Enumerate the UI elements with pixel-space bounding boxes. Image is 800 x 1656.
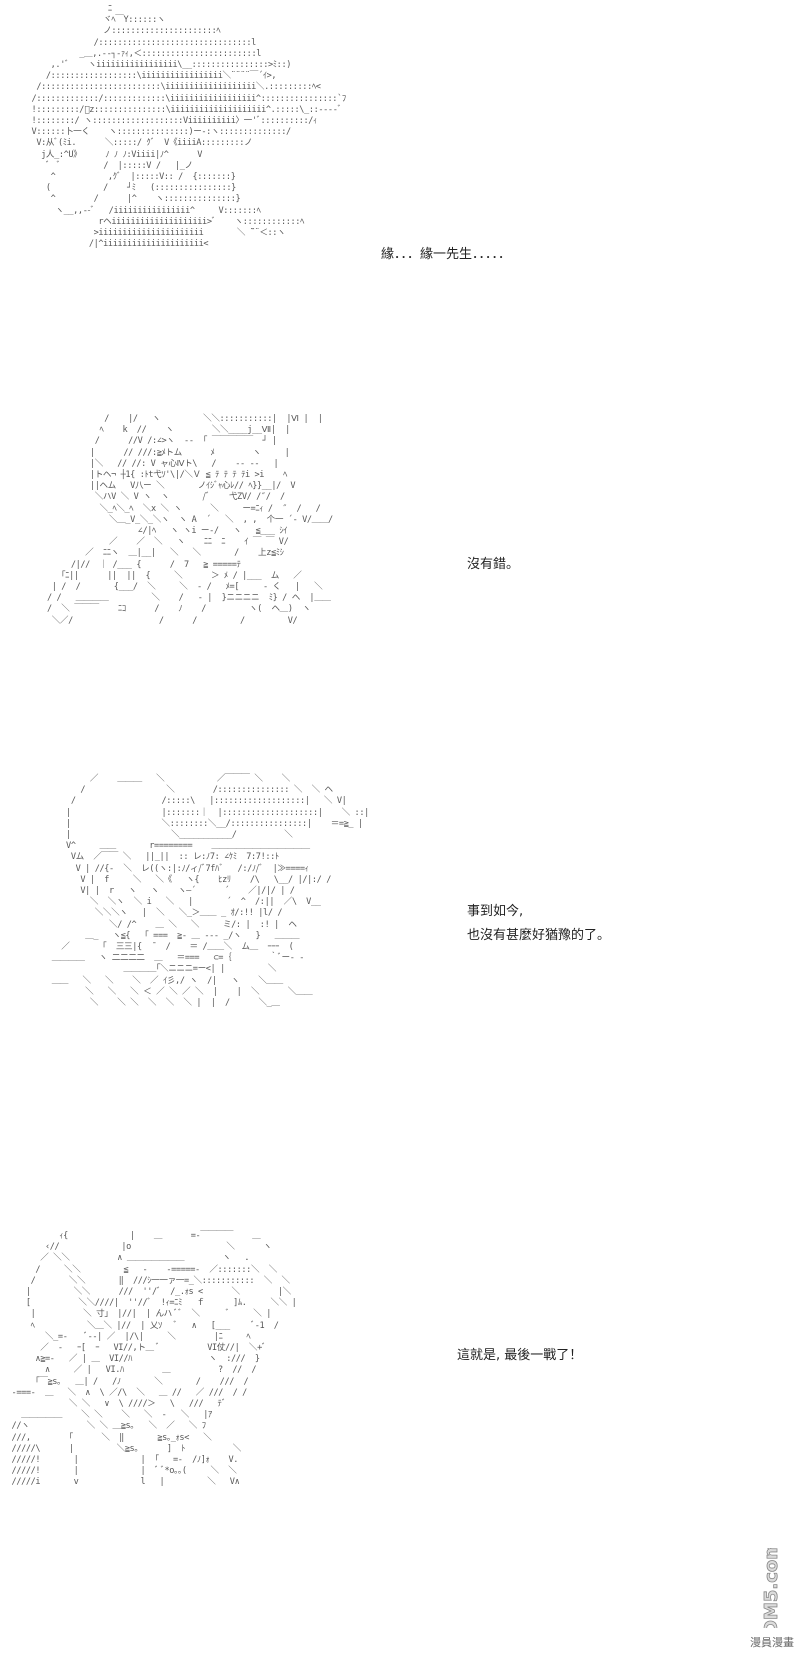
panel-1-dialogue: 緣．．．緣一先生．．．．． (381, 243, 511, 267)
panel-2: / |/ ヽ ＼＼:::::::::::| |Ⅵ | | ﾍ k // ヽ ＼＼… (0, 410, 800, 770)
panel-1-dialogue-line-1: 緣．．．緣一先生．．．．． (381, 247, 512, 262)
panel-1: ﾆ ヾﾍ￣Y::::::ヽ ノ::::::::::::::::::::::ﾍ /… (0, 0, 800, 410)
dm5-logo-icon: DM5.com (761, 1548, 783, 1628)
panel-4-ascii-art: ｨ{ | ＿ =-￣￣￣￣ ＿ ‹// |o ＼ ヽ ／ ＼＼ ∧ ＿＿＿＿＿＿… (11, 1231, 297, 1488)
panel-4: ｨ{ | ＿ =-￣￣￣￣ ＿ ‹// |o ＼ ヽ ／ ＼＼ ∧ ＿＿＿＿＿＿… (0, 1225, 800, 1656)
panel-3-dialogue-line-1: 事到如今, (467, 904, 524, 919)
panel-1-ascii-art: ﾆ ヾﾍ￣Y::::::ヽ ノ::::::::::::::::::::::ﾍ /… (31, 4, 347, 250)
panel-3-dialogue: 事到如今, 也沒有甚麼好猶豫的了。 (467, 900, 610, 948)
panel-3-dialogue-line-2: 也沒有甚麼好猶豫的了。 (467, 928, 611, 943)
panel-2-dialogue-line-1: 沒有錯。 (467, 557, 520, 572)
panel-4-dialogue-line-1: 這就是, 最後一戰了！ (457, 1348, 583, 1363)
panel-2-ascii-art: / |/ ヽ ＼＼:::::::::::| |Ⅵ | | ﾍ k // ヽ ＼＼… (46, 414, 333, 626)
panel-3: ／ ＿＿＿ ＼ ／￣￣￣ ＼ ＼ / ＼ /::::::::::::::: ＼ … (0, 770, 800, 1225)
panel-3-ascii-art: ／ ＿＿＿ ＼ ／￣￣￣ ＼ ＼ / ＼ /::::::::::::::: ＼ … (51, 774, 370, 1009)
watermark: DM5.com 漫員漫畫 (744, 1540, 794, 1650)
panel-4-dialogue: 這就是, 最後一戰了！ (457, 1344, 582, 1368)
watermark-logo-text: DM5.com (761, 1548, 782, 1628)
watermark-text: 漫員漫畫 (750, 1636, 794, 1649)
panel-2-dialogue: 沒有錯。 (467, 553, 519, 577)
